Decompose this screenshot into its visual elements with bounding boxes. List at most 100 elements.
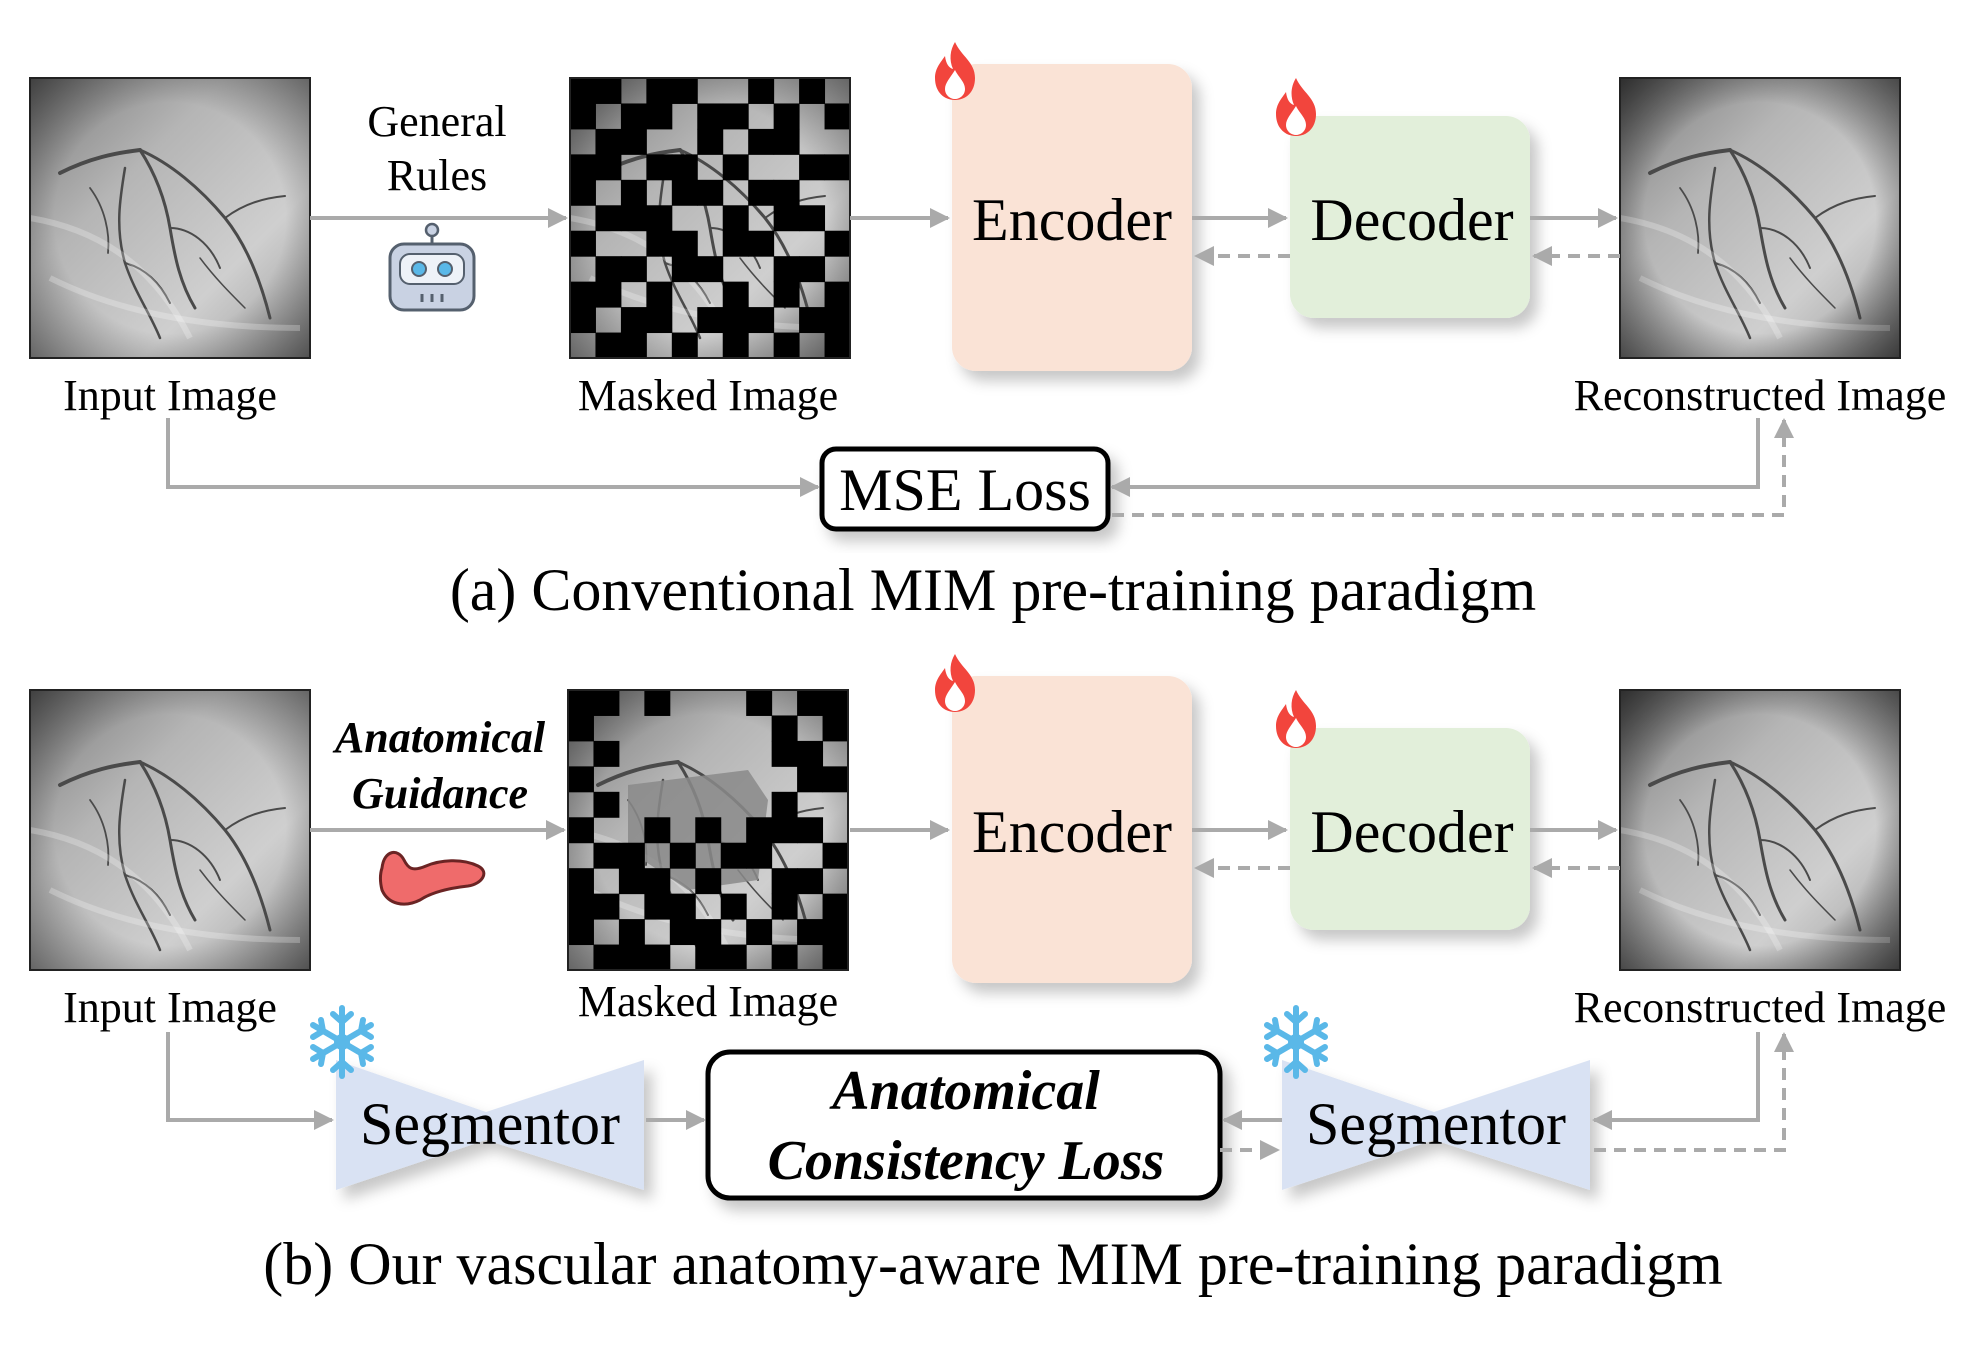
- mask-patch: [595, 205, 622, 232]
- mask-patch: [771, 868, 798, 895]
- mask-patch: [822, 715, 849, 742]
- mask-patch: [746, 919, 773, 946]
- mask-patch: [797, 690, 824, 716]
- mask-patch: [595, 78, 622, 104]
- grad-arrow-mse-to-recon: [1112, 418, 1794, 517]
- anatomical-consistency-loss-box: [705, 1049, 1223, 1201]
- mask-patch: [620, 103, 647, 130]
- mask-patch: [748, 307, 775, 334]
- mse-loss-box: [819, 446, 1111, 532]
- fire-icon: [935, 42, 975, 100]
- mask-patch: [593, 791, 620, 818]
- mask-patch: [644, 817, 671, 844]
- mask-patch: [799, 256, 826, 283]
- mask-patch: [669, 842, 696, 869]
- mask-patch: [568, 868, 594, 895]
- mask-patch: [722, 281, 749, 308]
- mask-patch: [773, 332, 800, 359]
- mask-patch: [595, 281, 622, 308]
- arrow-input-to-segmentor: [166, 1032, 334, 1130]
- mask-patch: [695, 944, 722, 971]
- mask-patch: [570, 78, 596, 104]
- mask-patch: [822, 919, 849, 946]
- mask-patch: [620, 307, 647, 334]
- decoder-label-b: Decoder: [1310, 799, 1514, 865]
- anatomical-guidance-label-line2: Guidance: [352, 769, 528, 818]
- mask-patch: [822, 766, 849, 793]
- snowflake-icon: [313, 1008, 371, 1076]
- mask-patch: [593, 893, 620, 920]
- input-image-label-a: Input Image: [63, 371, 277, 420]
- mask-patch: [797, 740, 824, 767]
- mask-patch: [722, 332, 749, 359]
- mask-patch: [771, 740, 798, 767]
- mask-patch: [644, 944, 671, 971]
- mask-patch: [646, 230, 673, 257]
- mask-patch: [746, 842, 773, 869]
- mask-patch: [671, 78, 698, 104]
- mask-patch: [568, 690, 594, 716]
- mask-patch: [671, 332, 698, 359]
- mask-patch: [720, 842, 747, 869]
- mask-patch: [771, 893, 798, 920]
- mask-patch: [799, 205, 826, 232]
- snowflake-icon: [1267, 1008, 1325, 1076]
- mask-patch: [773, 281, 800, 308]
- mask-patch: [697, 128, 724, 155]
- mask-patch: [748, 128, 775, 155]
- mask-patch: [695, 919, 722, 946]
- mask-patch: [771, 715, 798, 742]
- mask-patch: [644, 868, 671, 895]
- mask-patch: [568, 766, 594, 793]
- segmentor-right-label: Segmentor: [1306, 1091, 1566, 1157]
- mask-patch: [646, 205, 673, 232]
- mask-patch: [822, 842, 849, 869]
- mask-patch: [570, 179, 596, 206]
- mask-patch: [822, 690, 849, 716]
- mask-patch: [671, 230, 698, 257]
- mse-loss-label: MSE Loss: [839, 457, 1091, 523]
- general-rules-label-line1: General: [367, 97, 507, 146]
- mask-patch: [570, 154, 596, 181]
- mask-patch: [570, 307, 596, 334]
- mask-patch: [595, 332, 622, 359]
- mask-patch: [646, 78, 673, 104]
- mask-patch: [620, 128, 647, 155]
- mask-patch: [722, 205, 749, 232]
- caption-a: (a) Conventional MIM pre-training paradi…: [449, 557, 1537, 623]
- mask-patch: [773, 205, 800, 232]
- caption-b: (b) Our vascular anatomy-aware MIM pre-t…: [263, 1231, 1723, 1297]
- mask-patch: [697, 179, 724, 206]
- input-image-a: [30, 78, 310, 358]
- mask-patch: [620, 205, 647, 232]
- encoder-label-b: Encoder: [972, 799, 1172, 865]
- encoder-block-b: [952, 676, 1192, 983]
- mask-patch: [595, 154, 622, 181]
- mask-patch: [773, 103, 800, 130]
- mask-patch: [646, 307, 673, 334]
- mask-patch: [595, 256, 622, 283]
- masked-image-label-a: Masked Image: [577, 371, 839, 420]
- anatomical-consistency-loss-label-line2: Consistency Loss: [767, 1130, 1165, 1192]
- mask-patch: [722, 103, 749, 130]
- mask-patch: [595, 128, 622, 155]
- mask-patch: [797, 919, 824, 946]
- mask-patch: [570, 281, 596, 308]
- input-image-label-b: Input Image: [63, 983, 277, 1032]
- mask-patch: [570, 230, 596, 257]
- panel-b: [30, 654, 1900, 1201]
- segmentor-left-label: Segmentor: [360, 1091, 620, 1157]
- masked-image-label-b: Masked Image: [577, 977, 839, 1026]
- mask-patch: [722, 154, 749, 181]
- mask-patch: [773, 256, 800, 283]
- input-image-b: [30, 690, 310, 970]
- vessel-icon: [379, 851, 486, 906]
- mask-patch: [748, 179, 775, 206]
- mask-patch: [822, 944, 849, 971]
- arrow-recon-to-segmentor: [1592, 1032, 1760, 1130]
- fire-icon: [1276, 690, 1316, 748]
- mask-patch: [593, 842, 620, 869]
- mask-patch: [771, 944, 798, 971]
- mask-patch: [618, 944, 645, 971]
- segmentor-left: [336, 1060, 644, 1190]
